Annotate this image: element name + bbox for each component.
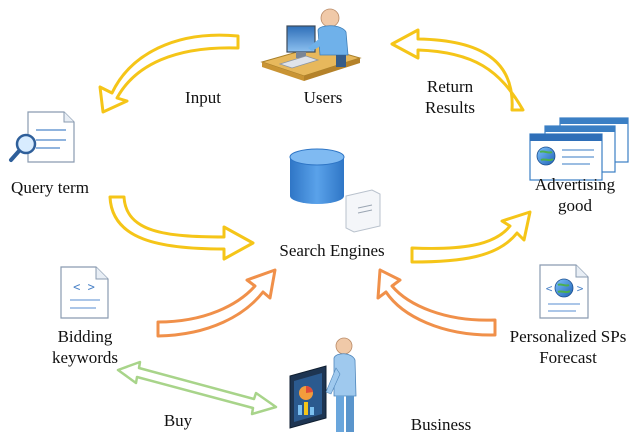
arrow-buy-bidirectional — [116, 360, 278, 416]
bidding-keywords-label-line1: Bidding — [57, 327, 113, 346]
arrow-users-to-query — [98, 33, 240, 114]
code-document-icon: < > — [60, 266, 109, 319]
arrow-engines-to-advertising — [410, 210, 532, 264]
web-document-icon: < > — [539, 264, 589, 319]
svg-text:<: < — [546, 282, 553, 295]
server-icon — [345, 189, 381, 233]
arrow-advertising-to-users — [390, 28, 525, 112]
arrow-personalized-to-engines — [376, 268, 497, 337]
browser-windows-icon — [529, 117, 629, 181]
advertising-good-label-line1: Advertising — [534, 175, 616, 194]
personalized-sps-label-line1: Personalized SPs — [509, 327, 627, 346]
bidding-keywords-label-line2: keywords — [51, 348, 119, 367]
presenter-icon — [289, 337, 357, 432]
query-term-label: Query term — [11, 178, 89, 197]
arrow-query-to-engines — [108, 195, 255, 261]
advertising-good-label-line2: good — [558, 196, 592, 215]
svg-text:>: > — [577, 282, 584, 295]
users-label: Users — [303, 88, 343, 107]
search-engines-label: Search Engines — [279, 241, 385, 260]
return-results-label-line2: Results — [424, 98, 476, 117]
input-edge-label: Input — [185, 88, 221, 107]
users-icon — [260, 8, 362, 81]
arrow-bidding-to-engines — [156, 268, 277, 338]
search-document-icon — [9, 111, 75, 163]
return-results-label-line1: Return — [426, 77, 474, 96]
business-label: Business — [410, 415, 472, 434]
buy-edge-label: Buy — [163, 411, 193, 430]
database-icon — [289, 148, 345, 204]
personalized-sps-label-line2: Forecast — [539, 348, 597, 367]
code-glyph: < > — [73, 280, 95, 294]
